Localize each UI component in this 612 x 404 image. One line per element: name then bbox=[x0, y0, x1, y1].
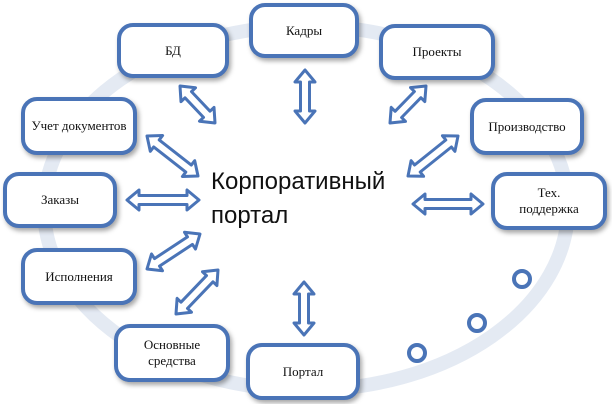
node-portal-label: Портал bbox=[282, 363, 324, 379]
ring-dot bbox=[467, 313, 487, 333]
arrow-portal bbox=[292, 280, 316, 337]
node-osnovnye-sredstva-label: Основные средства bbox=[143, 337, 201, 368]
ring-dot bbox=[407, 343, 427, 363]
node-tech-support-label: Тех. поддержка bbox=[519, 185, 579, 216]
node-proizvodstvo-label: Производство bbox=[488, 118, 566, 134]
arrow-proizvodstvo bbox=[406, 134, 460, 178]
arrow-proekty bbox=[388, 84, 428, 125]
arrow-kadry bbox=[293, 68, 317, 125]
arrow-bd bbox=[178, 84, 217, 125]
arrow-osnovnye-sredstva bbox=[174, 268, 220, 316]
node-portal[interactable]: Портал bbox=[246, 343, 360, 400]
arrow-uchet-dokumentov bbox=[145, 134, 200, 178]
node-kadry-label: Кадры bbox=[285, 22, 323, 38]
node-ispolneniya-label: Исполнения bbox=[45, 268, 113, 284]
node-ispolneniya[interactable]: Исполнения bbox=[21, 248, 137, 305]
arrow-tech-support bbox=[411, 192, 485, 216]
node-proekty[interactable]: Проекты bbox=[379, 24, 495, 80]
corporate-portal-title: Корпоративный портал bbox=[211, 168, 386, 229]
node-osnovnye-sredstva[interactable]: Основные средства bbox=[114, 324, 230, 382]
arrow-zakazy bbox=[125, 188, 201, 212]
connector-arrows bbox=[125, 68, 485, 337]
node-tech-support[interactable]: Тех. поддержка bbox=[491, 172, 607, 230]
node-uchet-dokumentov-label: Учет документов bbox=[31, 118, 127, 134]
node-proekty-label: Проекты bbox=[412, 44, 462, 60]
node-zakazy-label: Заказы bbox=[40, 192, 80, 208]
node-bd-label: БД bbox=[165, 42, 181, 58]
node-zakazy[interactable]: Заказы bbox=[3, 172, 117, 228]
arrow-ispolneniya bbox=[145, 230, 202, 273]
node-uchet-dokumentov[interactable]: Учет документов bbox=[21, 97, 137, 155]
node-bd[interactable]: БД bbox=[117, 23, 229, 78]
ring-dot bbox=[512, 269, 532, 289]
node-proizvodstvo[interactable]: Производство bbox=[470, 98, 584, 155]
node-kadry[interactable]: Кадры bbox=[249, 3, 359, 58]
